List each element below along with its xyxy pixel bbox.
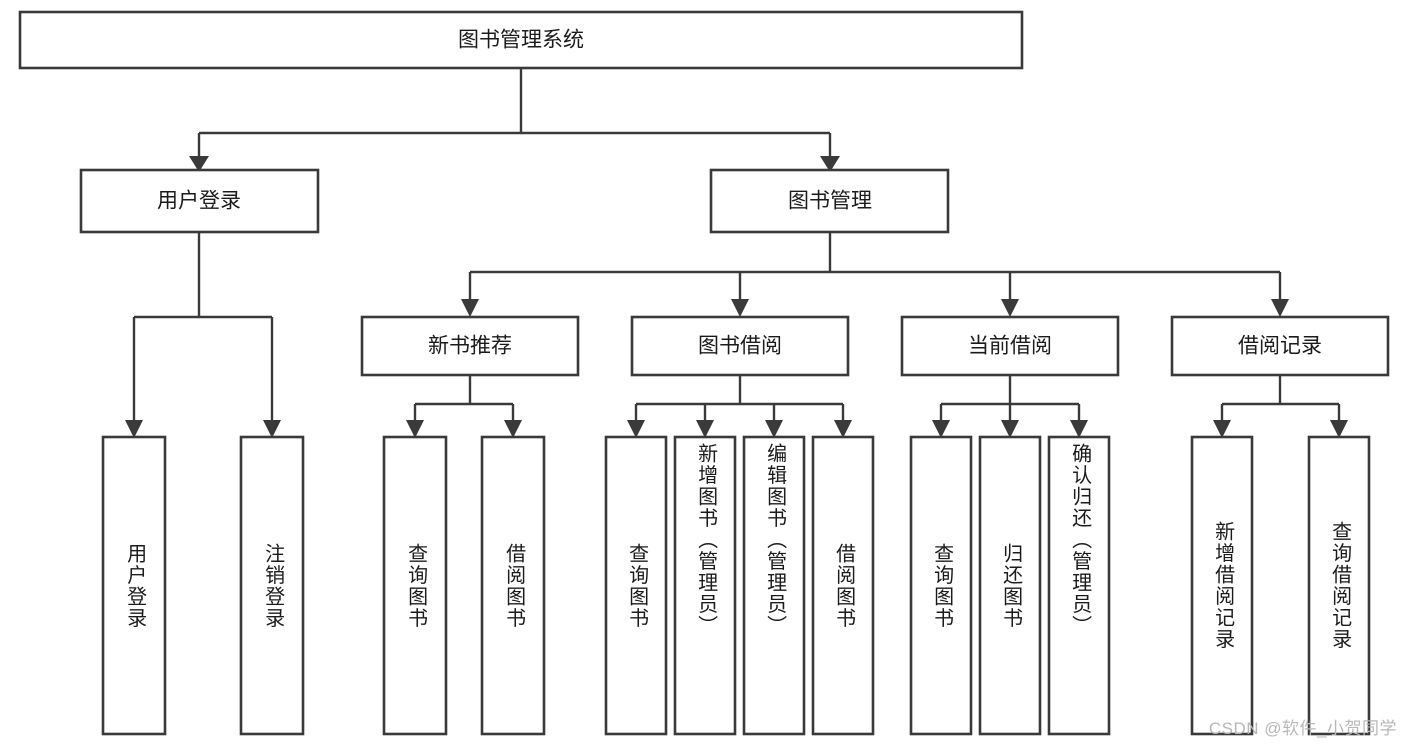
arrow-bookborrow-leaf3	[765, 420, 783, 438]
node-book-borrow[interactable]: 图书借阅	[630, 315, 850, 377]
arrow-to-current-borrow	[1001, 299, 1019, 317]
node-new-book-recommend[interactable]: 新书推荐	[360, 315, 580, 377]
arrow-to-user-login	[189, 156, 209, 172]
leaf-box-borrow-query[interactable]	[604, 435, 668, 736]
arrow-userlogin-leaf2	[263, 420, 281, 438]
leaf-box-record-add[interactable]	[1190, 435, 1254, 736]
node-book-manage-box[interactable]	[709, 168, 950, 234]
arrow-bookborrow-leaf4	[834, 420, 852, 438]
leaf-box-newbook-borrow[interactable]	[480, 435, 546, 736]
node-book-borrow-box[interactable]	[630, 315, 850, 377]
leaf-box-current-query[interactable]	[909, 435, 973, 736]
arrow-borrowrecord-leaf2	[1330, 420, 1348, 438]
node-book-manage[interactable]: 图书管理	[709, 168, 950, 234]
arrow-bookborrow-leaf1	[627, 420, 645, 438]
node-root-box[interactable]	[18, 10, 1024, 70]
watermark: CSDN @软件_小贺同学	[1208, 719, 1397, 738]
leaf-box-user-login[interactable]	[101, 435, 167, 736]
node-borrow-record-label: 借阅记录	[1238, 335, 1322, 358]
node-book-manage-label: 图书管理	[788, 190, 872, 213]
arrow-newbook-leaf2	[504, 420, 522, 438]
leaf-box-newbook-query[interactable]	[382, 435, 448, 736]
node-borrow-record-box[interactable]	[1170, 315, 1390, 377]
leaf-box-record-query[interactable]	[1307, 435, 1371, 736]
leaf-box-borrow-edit[interactable]	[742, 435, 806, 736]
node-borrow-record[interactable]: 借阅记录	[1170, 315, 1390, 377]
leaf-box-layer	[101, 435, 1371, 736]
node-root[interactable]: 图书管理系统	[18, 10, 1024, 70]
node-new-book-recommend-box[interactable]	[360, 315, 580, 377]
arrow-bookborrow-leaf2	[696, 420, 714, 438]
node-current-borrow-label: 当前借阅	[968, 335, 1052, 358]
connector-layer	[125, 68, 1348, 438]
arrow-newbook-leaf1	[406, 420, 424, 438]
node-new-book-recommend-label: 新书推荐	[428, 335, 512, 358]
leaf-box-current-confirm[interactable]	[1047, 435, 1111, 736]
arrow-userlogin-leaf1	[125, 420, 143, 438]
leaf-box-current-return[interactable]	[978, 435, 1042, 736]
leaf-box-borrow-add[interactable]	[673, 435, 737, 736]
arrow-borrowrecord-leaf1	[1213, 420, 1231, 438]
arrow-currentborrow-leaf3	[1070, 420, 1088, 438]
node-book-borrow-label: 图书借阅	[698, 335, 782, 358]
arrow-to-book-borrow	[731, 299, 749, 317]
arrow-to-borrow-record	[1271, 299, 1289, 317]
arrow-currentborrow-leaf2	[1001, 420, 1019, 438]
node-root-label: 图书管理系统	[458, 29, 584, 52]
leaf-box-borrow-lend[interactable]	[811, 435, 875, 736]
arrow-to-new-book	[461, 299, 479, 317]
node-user-login-label: 用户登录	[157, 190, 241, 213]
node-user-login-box[interactable]	[79, 168, 320, 234]
node-current-borrow-box[interactable]	[900, 315, 1120, 377]
node-user-login[interactable]: 用户登录	[79, 168, 320, 234]
arrow-to-book-manage	[820, 156, 840, 172]
arrow-currentborrow-leaf1	[932, 420, 950, 438]
node-current-borrow[interactable]: 当前借阅	[900, 315, 1120, 377]
leaf-box-logout[interactable]	[239, 435, 305, 736]
